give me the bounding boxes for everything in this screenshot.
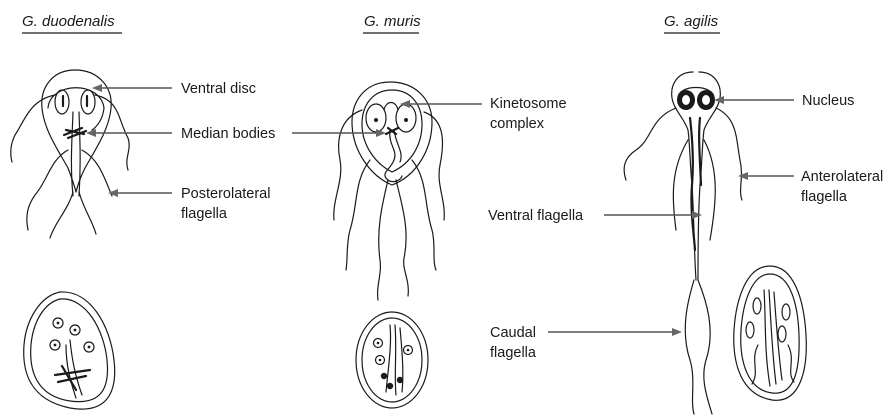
title-agilis: G. agilis <box>664 13 720 33</box>
label-kinetosome-line1: Kinetosome <box>490 96 567 112</box>
svg-text:G. duodenalis: G. duodenalis <box>22 13 115 30</box>
label-anterolateral-line1: Anterolateral <box>801 169 883 185</box>
label-posterolateral-line1: Posterolateral <box>181 186 270 202</box>
arrow-ventral-disc <box>92 84 172 92</box>
label-ventral-flagella: Ventral flagella <box>488 208 584 224</box>
duodenalis-cyst <box>24 292 115 409</box>
label-nucleus: Nucleus <box>802 93 854 109</box>
duodenalis-trophozoite <box>11 70 129 238</box>
agilis-cyst <box>734 266 807 400</box>
median-bodies-muris <box>386 128 398 134</box>
label-median-bodies: Median bodies <box>181 126 275 142</box>
arrow-posterolateral <box>108 189 172 197</box>
muris-trophozoite <box>334 82 444 300</box>
title-duodenalis: G. duodenalis <box>22 13 122 33</box>
label-posterolateral-line2: flagella <box>181 206 228 222</box>
arrow-anterolateral <box>738 172 794 180</box>
median-bodies <box>64 128 86 138</box>
label-anterolateral-line2: flagella <box>801 189 848 205</box>
label-ventral-disc: Ventral disc <box>181 81 256 97</box>
agilis-trophozoite <box>624 72 742 414</box>
title-muris: G. muris <box>363 13 421 33</box>
muris-cyst <box>356 312 428 408</box>
svg-text:G. agilis: G. agilis <box>664 13 719 30</box>
label-caudal-line1: Caudal <box>490 325 536 341</box>
arrow-nucleus <box>714 96 794 104</box>
label-caudal-line2: flagella <box>490 345 537 361</box>
arrow-median-bodies-duodenalis <box>86 129 172 137</box>
svg-text:G. muris: G. muris <box>364 13 421 30</box>
label-kinetosome-line2: complex <box>490 116 545 132</box>
arrow-caudal-flagella <box>548 328 682 336</box>
arrow-ventral-flagella <box>604 211 702 219</box>
